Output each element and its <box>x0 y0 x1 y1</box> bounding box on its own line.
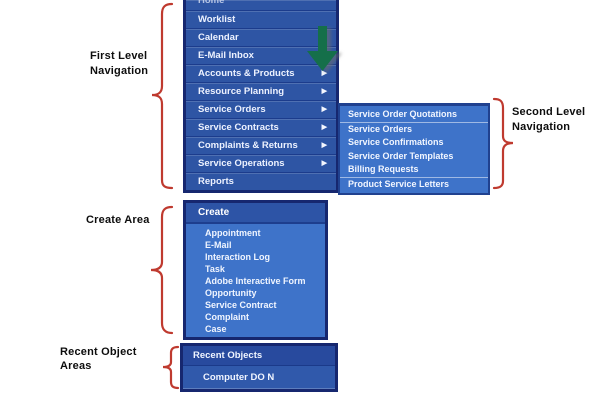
recent-object-computer-do-n[interactable]: Computer DO N <box>183 366 335 389</box>
create-item-appointment[interactable]: Appointment <box>205 228 261 238</box>
first-level-brace <box>151 2 174 190</box>
create-item-interaction-log[interactable]: Interaction Log <box>205 252 270 262</box>
submenu-item-service-orders[interactable]: Service Orders <box>348 123 413 134</box>
label-line: Navigation <box>90 65 149 77</box>
second-level-navigation-label: Second Level Navigation <box>512 105 585 135</box>
create-item-opportunity[interactable]: Opportunity <box>205 288 257 298</box>
nav-item-label: E-Mail Inbox <box>198 50 254 61</box>
create-item-service-contract[interactable]: Service Contract <box>205 300 277 310</box>
create-area-brace <box>150 205 174 335</box>
submenu-arrow-icon: ▶ <box>321 124 327 131</box>
create-panel-title: Create <box>186 203 325 224</box>
recent-object-brace <box>162 345 180 390</box>
label-line: Create Area <box>86 214 150 226</box>
recent-objects-panel: Recent Objects Computer DO N <box>180 343 338 392</box>
create-item-complaint[interactable]: Complaint <box>205 312 249 322</box>
submenu-item-service-order-templates[interactable]: Service Order Templates <box>348 150 454 161</box>
submenu-arrow-icon: ▶ <box>321 160 327 167</box>
nav-item-service-orders[interactable]: Service Orders ▶ <box>186 101 336 119</box>
label-line: First Level <box>90 50 148 62</box>
nav-item-complaints-returns[interactable]: Complaints & Returns ▶ <box>186 137 336 155</box>
nav-item-service-contracts[interactable]: Service Contracts ▶ <box>186 119 336 137</box>
nav-item-label: Worklist <box>198 14 236 25</box>
create-panel: Create Appointment E-Mail Interaction Lo… <box>183 200 328 340</box>
green-down-arrow-icon <box>307 26 338 71</box>
nav-item-label: Reports <box>198 176 234 187</box>
first-level-navigation-label: First Level Navigation <box>90 49 148 79</box>
first-level-nav-menu: Home Worklist Calendar E-Mail Inbox Acco… <box>183 0 339 193</box>
nav-item-home[interactable]: Home <box>186 0 336 11</box>
nav-item-service-operations[interactable]: Service Operations ▶ <box>186 155 336 173</box>
create-item-adobe-interactive-form[interactable]: Adobe Interactive Form <box>205 276 306 286</box>
label-line: Navigation <box>512 121 571 133</box>
second-level-brace <box>492 97 514 190</box>
nav-item-resource-planning[interactable]: Resource Planning ▶ <box>186 83 336 101</box>
nav-item-label: Complaints & Returns <box>198 140 298 151</box>
nav-item-label: Home <box>198 0 225 6</box>
submenu-arrow-icon: ▶ <box>321 88 327 95</box>
submenu-arrow-icon: ▶ <box>321 142 327 149</box>
submenu-arrow-icon: ▶ <box>321 106 327 113</box>
nav-item-worklist[interactable]: Worklist <box>186 11 336 29</box>
recent-objects-title: Recent Objects <box>183 346 335 366</box>
nav-item-label: Calendar <box>198 32 239 43</box>
submenu-arrow-icon: ▶ <box>321 70 327 77</box>
create-item-email[interactable]: E-Mail <box>205 240 232 250</box>
label-line: Second Level <box>512 106 586 118</box>
submenu-item-service-order-quotations[interactable]: Service Order Quotations <box>340 108 488 123</box>
nav-item-reports[interactable]: Reports <box>186 173 336 190</box>
create-area-label: Create Area <box>86 213 150 228</box>
nav-item-label: Service Contracts <box>198 122 279 133</box>
create-item-task[interactable]: Task <box>205 264 225 274</box>
create-panel-body: Appointment E-Mail Interaction Log Task … <box>186 224 325 337</box>
submenu-item-product-service-letters[interactable]: Product Service Letters <box>340 176 488 192</box>
nav-item-label: Service Operations <box>198 158 285 169</box>
nav-item-email-inbox[interactable]: E-Mail Inbox <box>186 47 336 65</box>
submenu-item-service-confirmations[interactable]: Service Confirmations <box>348 137 444 147</box>
label-line: Recent Object <box>60 346 137 358</box>
nav-item-label: Accounts & Products <box>198 68 295 79</box>
second-level-nav-menu: Service Order Quotations Service Orders … <box>338 103 490 195</box>
nav-item-calendar[interactable]: Calendar <box>186 29 336 47</box>
recent-object-areas-label: Recent Object Areas <box>60 345 137 373</box>
submenu-item-billing-requests[interactable]: Billing Requests <box>348 164 419 174</box>
nav-item-label: Service Orders <box>198 104 266 115</box>
label-line: Areas <box>60 360 92 372</box>
nav-item-accounts-products[interactable]: Accounts & Products ▶ <box>186 65 336 83</box>
nav-item-label: Resource Planning <box>198 86 285 97</box>
create-item-case[interactable]: Case <box>205 324 227 334</box>
